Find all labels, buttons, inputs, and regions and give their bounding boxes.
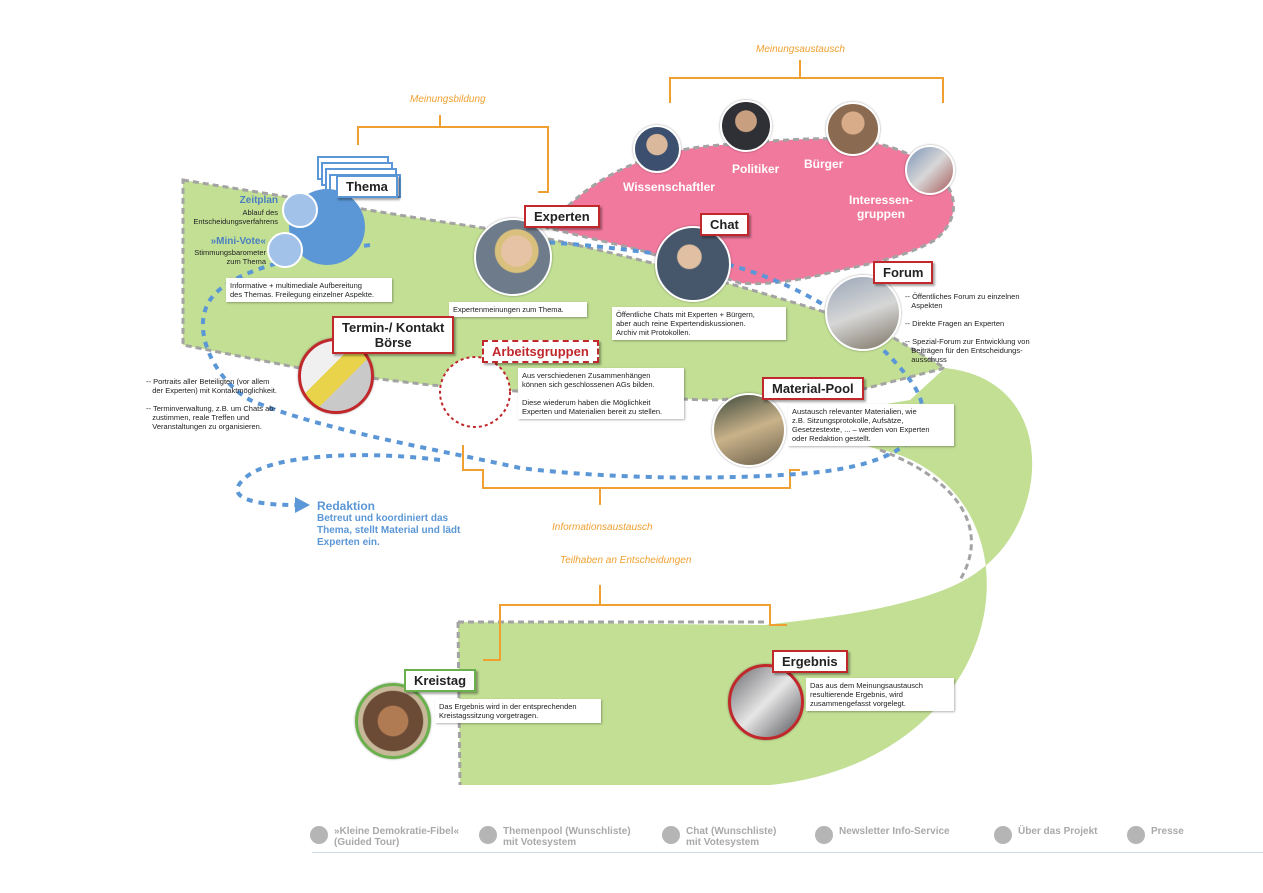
brace-meinungsaustausch xyxy=(669,60,944,103)
nav-guided-tour[interactable]: »Kleine Demokratie-Fibel« (Guided Tour) xyxy=(310,826,459,848)
brace-teilhaben xyxy=(483,585,787,661)
nav-chat[interactable]: Chat (Wunschliste) mit Votesystem xyxy=(662,826,776,848)
ergebnis-photo[interactable] xyxy=(728,664,804,740)
nav-bullet-icon xyxy=(310,826,328,844)
kreistag-photo[interactable] xyxy=(355,683,431,759)
forum-desc: -- Öffentliches Forum zu einzelnen Aspek… xyxy=(905,292,1030,364)
experten-title[interactable]: Experten xyxy=(524,205,600,228)
nav-label[interactable]: Über das Projekt xyxy=(1018,826,1098,837)
nav-bullet-icon xyxy=(479,826,497,844)
chat-photo[interactable] xyxy=(655,226,731,302)
footer-divider xyxy=(312,852,1263,853)
label-meinungsbildung: Meinungsbildung xyxy=(410,94,486,105)
citizen-photo xyxy=(826,102,880,156)
material-title[interactable]: Material-Pool xyxy=(762,377,864,400)
ergebnis-title[interactable]: Ergebnis xyxy=(772,650,848,673)
label-teilhaben: Teilhaben an Entscheidungen xyxy=(560,555,692,566)
minivote-label[interactable]: »Mini-Vote« xyxy=(210,236,266,247)
nav-projekt[interactable]: Über das Projekt xyxy=(994,826,1097,844)
nav-label[interactable]: Newsletter Info-Service xyxy=(839,826,950,837)
nav-label[interactable]: Presse xyxy=(1151,826,1184,837)
nav-newsletter[interactable]: Newsletter Info-Service xyxy=(815,826,950,844)
zeitplan-circle xyxy=(282,192,318,228)
politician-photo xyxy=(720,100,772,152)
nav-bullet-icon xyxy=(994,826,1012,844)
nav-presse[interactable]: Presse xyxy=(1127,826,1184,844)
kreistag-title[interactable]: Kreistag xyxy=(404,669,477,692)
forum-photo[interactable] xyxy=(825,275,901,351)
thema-title[interactable]: Thema xyxy=(336,175,398,198)
nav-themenpool[interactable]: Themenpool (Wunschliste) mit Votesystem xyxy=(479,826,631,848)
experten-desc: Expertenmeinungen zum Thema. xyxy=(449,302,587,317)
label-meinungsaustausch: Meinungsaustausch xyxy=(756,44,845,55)
chat-title[interactable]: Chat xyxy=(700,213,749,236)
flow-dashed-line xyxy=(200,238,925,480)
label-informationsaustausch: Informationsaustausch xyxy=(552,522,653,533)
nav-bullet-icon xyxy=(1127,826,1145,844)
nav-label[interactable]: »Kleine Demokratie-Fibel« (Guided Tour) xyxy=(334,826,460,848)
label-politiker: Politiker xyxy=(732,162,780,176)
nav-bullet-icon xyxy=(662,826,680,844)
scientist-photo xyxy=(633,125,681,173)
minivote-circle xyxy=(267,232,303,268)
flow-arrowhead xyxy=(295,497,310,513)
nav-label[interactable]: Themenpool (Wunschliste) mit Votesystem xyxy=(503,826,631,848)
experten-photo[interactable] xyxy=(474,218,552,296)
brace-meinungsbildung xyxy=(357,115,549,193)
nav-bullet-icon xyxy=(815,826,833,844)
interest-groups-photo xyxy=(905,145,955,195)
label-interessengruppen: Interessen-gruppen xyxy=(849,193,914,221)
flow-to-redaktion xyxy=(235,453,441,507)
label-buerger: Bürger xyxy=(804,157,844,171)
zeitplan-label[interactable]: Zeitplan xyxy=(239,195,278,206)
termin-desc: -- Portraits aller Beteiligten (vor alle… xyxy=(146,377,277,431)
label-wissenschaftler: Wissenschaftler xyxy=(623,180,715,194)
arbeitsgruppen-circle xyxy=(439,356,511,428)
nav-label[interactable]: Chat (Wunschliste) mit Votesystem xyxy=(686,826,777,848)
material-photo[interactable] xyxy=(712,393,786,467)
arbeitsgruppen-title[interactable]: Arbeitsgruppen xyxy=(482,340,599,363)
forum-title[interactable]: Forum xyxy=(873,261,934,284)
redaktion-title[interactable]: Redaktion xyxy=(317,499,376,513)
chat-desc: Öffentliche Chats mit Experten + Bürgern… xyxy=(612,307,786,340)
brace-informationsaustausch xyxy=(462,445,800,505)
